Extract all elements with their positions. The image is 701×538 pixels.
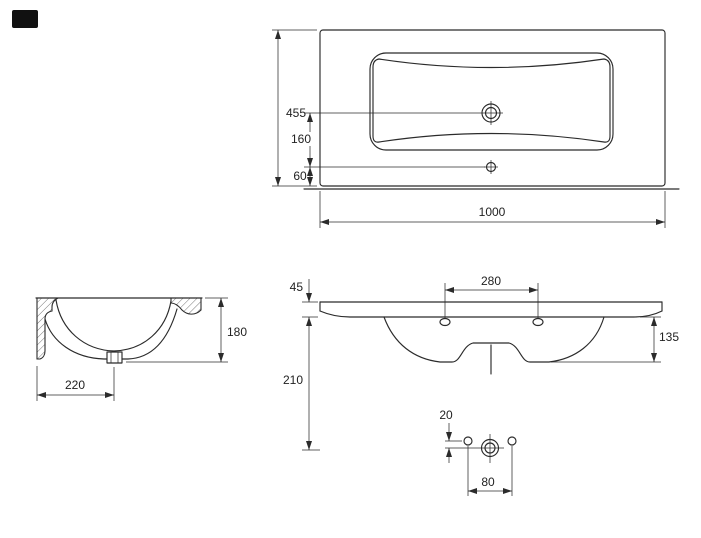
dim-label-width: 1000: [479, 205, 506, 219]
bowl-inner-profile: [55, 299, 172, 352]
bowl-underside-left: [44, 318, 108, 360]
countertop-outline: [319, 29, 666, 187]
dimension-60: 60: [293, 167, 313, 186]
dimension-45: 45: [290, 279, 318, 318]
dim-label-hole-spacing: 80: [481, 475, 495, 489]
top-view: 455 160 60 1000: [272, 29, 680, 228]
bowl-underside-right: [121, 308, 178, 360]
drain-detail: 20 80: [439, 408, 517, 496]
dim-label-hole-offset: 160: [291, 132, 311, 146]
side-section-view: 180 220: [35, 297, 247, 401]
dimension-455: 455: [272, 29, 317, 187]
dimension-80: 80: [467, 446, 513, 496]
fixing-hole-left: [439, 317, 451, 327]
rim-underside: [319, 310, 663, 318]
dim-label-rim-thickness: 45: [290, 280, 304, 294]
dimension-160: 160: [288, 112, 485, 168]
label-backing: [288, 132, 314, 146]
mount-hole-right: [507, 436, 517, 446]
back-wall-section: [36, 297, 59, 360]
dim-label-bowl-depth: 135: [659, 330, 679, 344]
dim-label-height: 455: [286, 106, 306, 120]
front-view: 280 45 210 135: [283, 274, 679, 496]
dimension-20: 20: [439, 408, 462, 463]
dimension-135: 135: [551, 316, 679, 363]
dim-label-edge-offset: 60: [293, 169, 307, 183]
bowl-silhouette: [383, 316, 605, 363]
dim-label-side-depth: 220: [65, 378, 85, 392]
mount-hole-left: [463, 436, 473, 446]
dim-label-side-height: 180: [227, 325, 247, 339]
brand-logo: [12, 10, 38, 28]
dim-label-hole-offset: 20: [439, 408, 453, 422]
dimension-280: 280: [444, 274, 539, 319]
fixing-hole-right: [532, 317, 544, 327]
dim-label-drain-height: 210: [283, 373, 303, 387]
basin-rim-outline: [369, 52, 614, 151]
dimension-210: 210: [283, 317, 320, 451]
dimension-1000: 1000: [319, 191, 666, 228]
dimension-220: 220: [36, 366, 115, 401]
basin-bowl-outline: [372, 58, 611, 143]
brand-logo-mark: [12, 10, 38, 28]
dim-label-tap-spacing: 280: [481, 274, 501, 288]
dimension-180: 180: [126, 297, 247, 363]
front-rim-section: [170, 297, 202, 315]
drain-fitting: [106, 351, 123, 364]
